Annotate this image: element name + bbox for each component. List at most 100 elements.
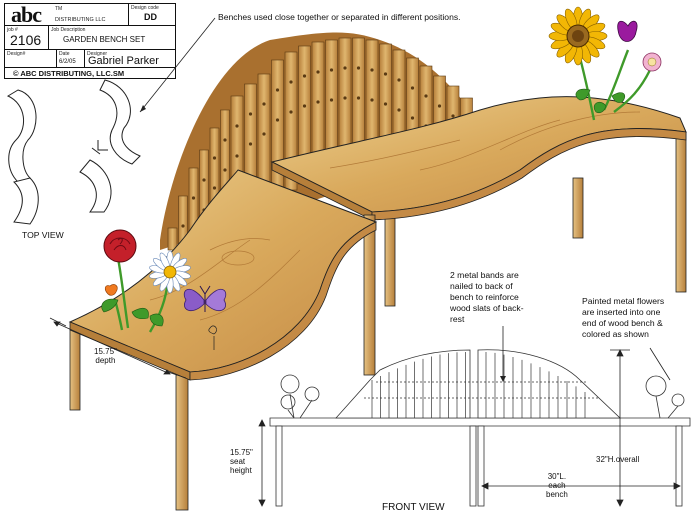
overall-height-dimension [610, 349, 630, 507]
slat-bolt [424, 94, 428, 98]
design-code-value: DD [144, 12, 157, 22]
front-view-seat [269, 417, 691, 427]
left-bench [68, 169, 378, 511]
left-bench-leg-front [175, 374, 189, 511]
left-bench-seat-front [189, 221, 377, 381]
front-view-back-left [335, 349, 471, 419]
slat-bolt [223, 138, 227, 142]
front-view-leg-2 [469, 425, 477, 507]
seat-height-caption: seat [230, 457, 246, 466]
slat-bolt [302, 74, 307, 78]
front-view-left-flowers-icon [280, 374, 320, 419]
slat-bolt [356, 66, 361, 70]
front-view-leg-1 [275, 425, 283, 507]
right-bench [270, 96, 687, 307]
pink-flower-icon [642, 52, 662, 72]
top-view-arrow [91, 140, 108, 155]
front-view-leg-3 [477, 425, 485, 507]
slat-bolt [370, 68, 374, 72]
depth-value: 15.75" [94, 347, 117, 356]
slat-bolt [316, 70, 320, 74]
left-bench-wood-knot [221, 250, 255, 266]
metal-bands-note-line: 2 metal bands are [450, 270, 519, 280]
depth-caption: depth [95, 356, 116, 365]
slat-bolt [275, 88, 280, 92]
painted-flowers-note-line: colored as shown [582, 329, 649, 339]
slat-bolt [202, 178, 206, 182]
job-description-value: GARDEN BENCH SET [63, 35, 146, 44]
slat-bolt [191, 196, 196, 200]
metal-bands-note-line: bench to reinforce [450, 292, 519, 302]
top-view-label: TOP VIEW [22, 230, 64, 240]
slat-bolt [410, 116, 415, 120]
date-value: 6/2/05 [59, 59, 76, 65]
tulip-flower-icon [617, 20, 638, 42]
backrest-slat [167, 227, 178, 251]
slat-bolt [248, 112, 253, 116]
seat-height-dimension [258, 419, 266, 507]
right-bench-seat-front [371, 128, 687, 221]
front-view-right-flowers-icon [645, 375, 685, 419]
logo-cell: abc TM DISTRIBUTING LLC [5, 2, 129, 27]
date-label: Date [59, 51, 70, 57]
rose-petal-lines [109, 237, 131, 251]
slat-bolt [370, 98, 374, 102]
slat-bolt [289, 110, 293, 114]
small-orange-flower-icon [104, 284, 118, 296]
benches-note-arrowhead [140, 105, 146, 112]
slat-bolt [329, 68, 334, 72]
slat-bolt [181, 224, 185, 228]
length-label: 30"L. each bench [546, 472, 568, 499]
top-view-bench-1 [6, 89, 37, 183]
slat-bolt [212, 186, 217, 190]
right-bench-flowers [548, 6, 662, 121]
job-number-value: 2106 [10, 32, 42, 48]
seat-height-caption: height [230, 466, 252, 475]
slat-bolt [410, 86, 415, 90]
job-number-cell: job # 2106 [5, 26, 49, 50]
top-view-bench-2 [13, 177, 39, 225]
backrest-slat [271, 59, 284, 197]
company-line: DISTRIBUTING LLC [55, 17, 106, 23]
daisy-flower-icon [149, 250, 191, 294]
front-view-metal-bands [364, 381, 600, 399]
right-bench-leg-back [675, 131, 687, 293]
slat-bolt [248, 142, 253, 146]
overall-height-label: 32"H.overall [596, 455, 640, 464]
line-sketch-flower-icon [208, 325, 217, 350]
designer-value: Gabriel Parker [88, 55, 159, 67]
job-number-label: job # [7, 27, 18, 33]
right-flower-leaves [575, 88, 625, 114]
slat-bolt [343, 66, 347, 70]
job-description-label: Job Description [51, 27, 86, 33]
title-block: abc TM DISTRIBUTING LLC Design code DD j… [4, 2, 176, 79]
metal-bands-note: 2 metal bands are nailed to back of benc… [450, 270, 560, 325]
design-number-label: Design# [7, 51, 26, 57]
top-view-sketch [6, 79, 141, 225]
left-bench-leg-back [69, 329, 81, 411]
length-dimension [481, 482, 681, 490]
front-view-drawing [269, 349, 691, 507]
painted-flowers-note-line: are inserted into one [582, 307, 661, 317]
slat-bolt [329, 98, 334, 102]
front-view-slats [371, 352, 586, 418]
painted-flowers-leader [649, 347, 671, 381]
design-code-cell: Design code DD [129, 4, 175, 26]
metal-bands-note-line: rest [450, 314, 465, 324]
butterfly-icon [183, 285, 227, 312]
slat-bolt [383, 72, 388, 76]
metal-bands-note-line: nailed to back of [450, 281, 513, 291]
slat-bolt [212, 156, 217, 160]
job-description-cell: Job Description GARDEN BENCH SET [49, 26, 175, 50]
flower-leaves [101, 298, 164, 327]
slat-bolt [262, 132, 266, 136]
designer-label: Designer [87, 51, 108, 57]
seat-height-label: 15.75" seat height [230, 448, 253, 475]
length-value: 30"L. [547, 472, 567, 481]
left-bench-wood-grain [149, 238, 301, 321]
metal-bands-note-line: wood slats of back- [450, 303, 524, 313]
front-view-leg-4 [675, 425, 683, 507]
right-bench-leg-front-right [572, 177, 584, 239]
